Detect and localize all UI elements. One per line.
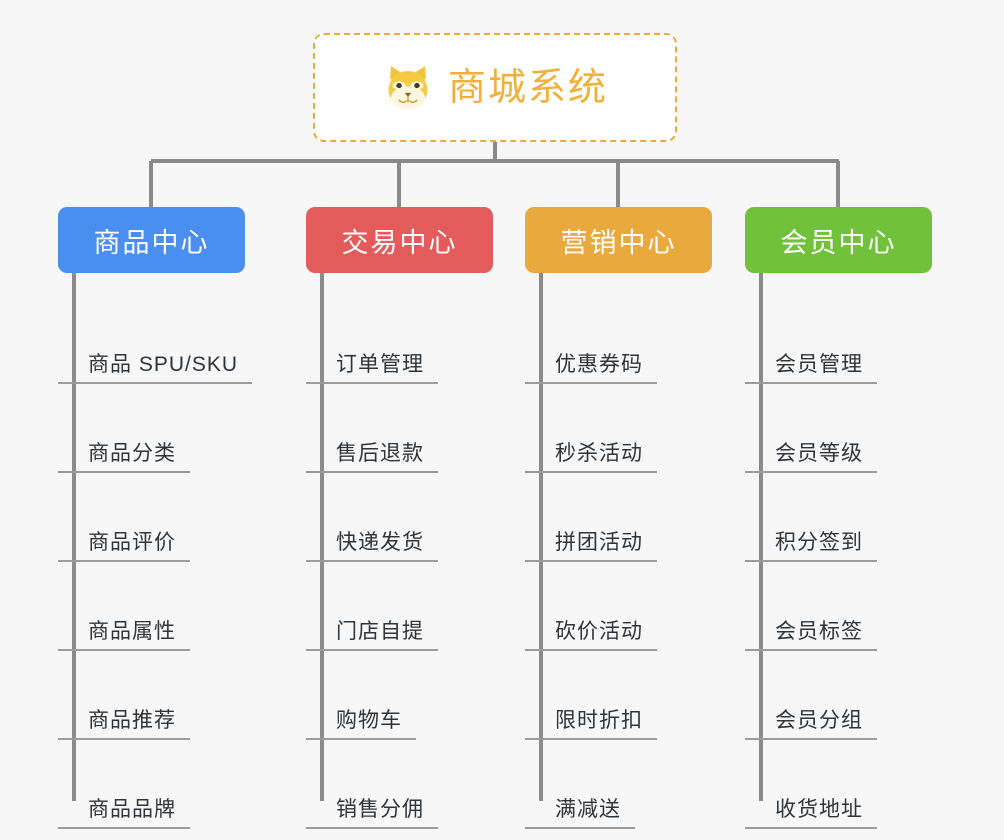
leaf-item[interactable]: 秒杀活动 <box>525 384 712 473</box>
leaf-item-label: 砍价活动 <box>525 620 657 651</box>
leaf-item-label: 售后退款 <box>306 442 438 473</box>
leaf-item[interactable]: 快递发货 <box>306 473 493 562</box>
leaf-item-label: 会员管理 <box>745 353 877 384</box>
leaf-list-trade: 订单管理 售后退款 快递发货 门店自提 购物车 销售分佣 <box>306 295 493 829</box>
leaf-item[interactable]: 门店自提 <box>306 562 493 651</box>
leaf-item[interactable]: 会员标签 <box>745 562 932 651</box>
leaf-item[interactable]: 商品品牌 <box>58 740 245 829</box>
leaf-item-label: 订单管理 <box>306 353 438 384</box>
leaf-item-label: 商品 SPU/SKU <box>58 353 253 384</box>
shiba-dog-face-icon <box>388 65 428 110</box>
leaf-item[interactable]: 商品属性 <box>58 562 245 651</box>
leaf-item[interactable]: 商品推荐 <box>58 651 245 740</box>
leaf-item[interactable]: 限时折扣 <box>525 651 712 740</box>
leaf-item-label: 商品评价 <box>58 531 190 562</box>
leaf-list-marketing: 优惠券码 秒杀活动 拼团活动 砍价活动 限时折扣 满减送 <box>525 295 712 829</box>
leaf-item[interactable]: 拼团活动 <box>525 473 712 562</box>
leaf-item-label: 商品分类 <box>58 442 190 473</box>
leaf-item[interactable]: 收货地址 <box>745 740 932 829</box>
branch-header-label: 会员中心 <box>780 227 897 258</box>
leaf-item[interactable]: 购物车 <box>306 651 493 740</box>
branch-column-trade: 交易中心 订单管理 售后退款 快递发货 门店自提 购物车 销售分佣 <box>306 207 493 829</box>
leaf-item-label: 限时折扣 <box>525 709 657 740</box>
leaf-item[interactable]: 积分签到 <box>745 473 932 562</box>
leaf-item[interactable]: 商品评价 <box>58 473 245 562</box>
leaf-item-label: 商品属性 <box>58 620 190 651</box>
leaf-item[interactable]: 会员等级 <box>745 384 932 473</box>
leaf-item[interactable]: 商品 SPU/SKU <box>58 295 253 384</box>
leaf-item[interactable]: 会员分组 <box>745 651 932 740</box>
leaf-list-product: 商品 SPU/SKU 商品分类 商品评价 商品属性 商品推荐 商品品牌 <box>58 295 253 829</box>
branch-header-product[interactable]: 商品中心 <box>58 207 245 273</box>
leaf-item[interactable]: 会员管理 <box>745 295 932 384</box>
leaf-item-label: 购物车 <box>306 709 416 740</box>
branch-header-label: 交易中心 <box>341 227 458 258</box>
branch-column-member: 会员中心 会员管理 会员等级 积分签到 会员标签 会员分组 收货地址 <box>745 207 932 829</box>
leaf-item-label: 商品品牌 <box>58 798 190 829</box>
leaf-item[interactable]: 商品分类 <box>58 384 245 473</box>
branch-column-product: 商品中心 商品 SPU/SKU 商品分类 商品评价 商品属性 商品推荐 商品品牌 <box>58 207 253 829</box>
branch-header-member[interactable]: 会员中心 <box>745 207 932 273</box>
leaf-item-label: 收货地址 <box>745 798 877 829</box>
root-title: 商城系统 <box>447 66 608 109</box>
leaf-item[interactable]: 订单管理 <box>306 295 493 384</box>
leaf-list-member: 会员管理 会员等级 积分签到 会员标签 会员分组 收货地址 <box>745 295 932 829</box>
leaf-item-label: 秒杀活动 <box>525 442 657 473</box>
leaf-item-label: 会员分组 <box>745 709 877 740</box>
leaf-item[interactable]: 售后退款 <box>306 384 493 473</box>
leaf-item[interactable]: 砍价活动 <box>525 562 712 651</box>
leaf-item-label: 会员标签 <box>745 620 877 651</box>
branch-header-trade[interactable]: 交易中心 <box>306 207 493 273</box>
root-node[interactable]: 商城系统 <box>313 33 677 142</box>
leaf-item-label: 门店自提 <box>306 620 438 651</box>
branch-header-marketing[interactable]: 营销中心 <box>525 207 712 273</box>
leaf-item-label: 优惠券码 <box>525 353 657 384</box>
branch-column-marketing: 营销中心 优惠券码 秒杀活动 拼团活动 砍价活动 限时折扣 满减送 <box>525 207 712 829</box>
leaf-item-label: 会员等级 <box>745 442 877 473</box>
leaf-item-label: 销售分佣 <box>306 798 438 829</box>
branch-header-label: 商品中心 <box>93 227 210 258</box>
leaf-item-label: 商品推荐 <box>58 709 190 740</box>
leaf-item-label: 拼团活动 <box>525 531 657 562</box>
leaf-item-label: 积分签到 <box>745 531 877 562</box>
leaf-item[interactable]: 优惠券码 <box>525 295 712 384</box>
leaf-item[interactable]: 销售分佣 <box>306 740 493 829</box>
leaf-item-label: 快递发货 <box>306 531 438 562</box>
branch-header-label: 营销中心 <box>560 227 677 258</box>
leaf-item[interactable]: 满减送 <box>525 740 712 829</box>
leaf-item-label: 满减送 <box>525 798 635 829</box>
